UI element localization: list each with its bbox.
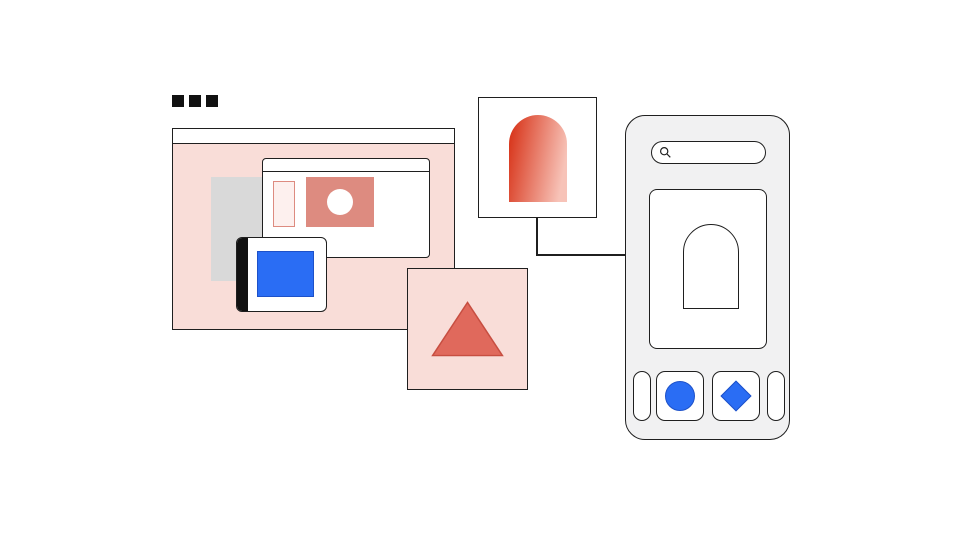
- search-icon: [659, 146, 671, 158]
- connector-line-horizontal: [536, 254, 626, 256]
- card-spine: [237, 238, 248, 311]
- blue-circle-icon: [665, 381, 695, 411]
- connector-line-vertical: [536, 218, 538, 255]
- content-card-titlebar: [263, 159, 429, 172]
- edge-button-right: [767, 371, 785, 421]
- window-menu-dots-icon: [172, 95, 218, 107]
- arch-card: [478, 97, 597, 218]
- menu-dot-icon: [172, 95, 184, 107]
- circle-shape: [327, 189, 353, 215]
- triangle-card: [407, 268, 528, 390]
- triangle-icon: [431, 301, 504, 357]
- media-card: [236, 237, 327, 312]
- menu-dot-icon: [189, 95, 201, 107]
- menu-dot-icon: [206, 95, 218, 107]
- image-placeholder: [306, 177, 374, 227]
- phone-screen: [649, 189, 767, 349]
- phone-device: [625, 115, 790, 440]
- search-bar[interactable]: [651, 141, 766, 164]
- blue-block: [257, 251, 314, 297]
- sidebar-thumb: [273, 181, 295, 227]
- circle-button[interactable]: [656, 371, 704, 421]
- diamond-button[interactable]: [712, 371, 760, 421]
- edge-button-left: [633, 371, 651, 421]
- arch-door-icon: [683, 224, 739, 309]
- browser-titlebar: [173, 129, 454, 144]
- blue-diamond-icon: [720, 380, 752, 412]
- red-arch-icon: [509, 115, 567, 202]
